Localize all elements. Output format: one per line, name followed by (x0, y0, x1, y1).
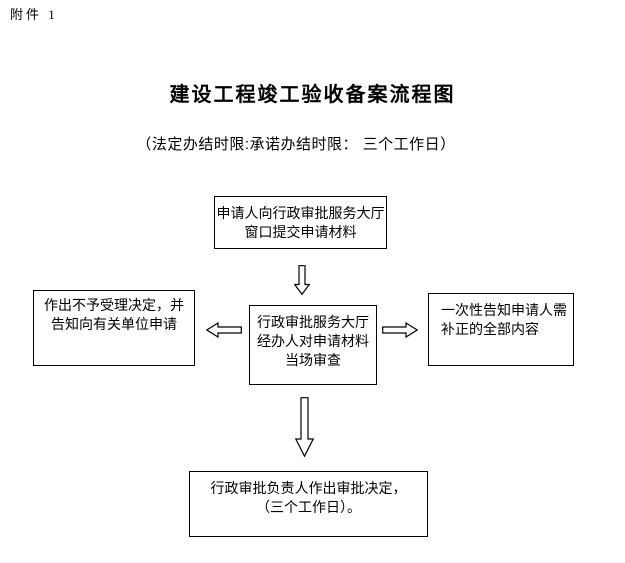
flow-box-submit-line1: 申请人向行政审批服务大厅 (216, 205, 385, 221)
flow-box-submit-line2: 窗口提交申请材料 (244, 224, 357, 240)
flow-box-decide-line2: （三个工作日）。 (256, 499, 361, 515)
flow-box-review-line3: 当场审查 (285, 352, 341, 368)
flow-box-submit: 申请人向行政审批服务大厅 窗口提交申请材料 (214, 196, 387, 249)
flow-box-notify-line1: 一次性告知申请人需 (441, 302, 567, 318)
page-subtitle: （法定办结时限:承诺办结时限： 三个工作日） (136, 136, 456, 153)
page-title: 建设工程竣工验收备案流程图 (169, 84, 456, 106)
flow-box-reject-line2: 告知向有关单位申请 (51, 316, 177, 332)
arrow-down-long-icon (295, 397, 314, 457)
flow-box-reject: 作出不予受理决定，并 告知向有关单位申请 (33, 290, 195, 366)
arrow-down-short-icon (294, 265, 310, 295)
flow-box-reject-line1: 作出不予受理决定，并 (44, 297, 184, 313)
arrow-right-icon (382, 322, 418, 338)
attachment-label: 附件 1 (10, 7, 58, 22)
flow-box-review-line1: 行政审批服务大厅 (257, 314, 369, 330)
flow-box-review-line2: 经办人对申请材料 (257, 333, 369, 349)
flow-box-decide-line1: 行政审批负责人作出审批决定， (210, 480, 407, 496)
flow-box-notify-line2: 补正的全部内容 (441, 321, 539, 337)
flow-box-decide: 行政审批负责人作出审批决定， （三个工作日）。 (189, 471, 428, 537)
flow-box-review: 行政审批服务大厅 经办人对申请材料 当场审查 (249, 305, 377, 385)
flow-box-notify: 一次性告知申请人需 补正的全部内容 (428, 293, 574, 366)
arrow-left-icon (206, 322, 242, 338)
